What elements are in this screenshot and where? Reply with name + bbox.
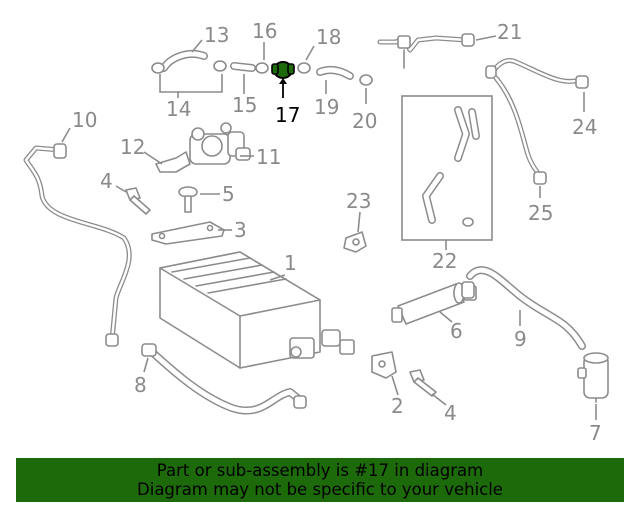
svg-text:4: 4 — [444, 401, 457, 425]
svg-text:7: 7 — [589, 421, 602, 445]
info-banner: Part or sub-assembly is #17 in diagram D… — [16, 458, 624, 502]
svg-text:25: 25 — [528, 201, 553, 225]
callout-22: 22 — [432, 240, 457, 273]
svg-text:15: 15 — [232, 93, 257, 117]
part-1-canister[interactable] — [159, 251, 355, 369]
svg-text:18: 18 — [316, 25, 341, 49]
part-24-line[interactable] — [485, 58, 589, 89]
callout-15: 15 — [232, 74, 257, 117]
svg-text:10: 10 — [72, 108, 97, 132]
svg-text:20: 20 — [352, 109, 377, 133]
svg-text:24: 24 — [572, 115, 597, 139]
svg-text:8: 8 — [134, 373, 147, 397]
part-11-valve[interactable] — [189, 122, 251, 165]
part-7-filter[interactable] — [577, 352, 609, 403]
svg-text:11: 11 — [256, 145, 281, 169]
callout-1: 1 — [269, 251, 297, 281]
part-18-clamp[interactable] — [297, 62, 311, 74]
part-3-bracket[interactable] — [151, 221, 225, 245]
svg-text:21: 21 — [497, 20, 522, 44]
part-4-bolt-upper[interactable] — [125, 187, 151, 215]
callout-8: 8 — [134, 357, 149, 397]
svg-text:5: 5 — [222, 182, 235, 206]
svg-text:22: 22 — [432, 249, 457, 273]
callout-20: 20 — [352, 88, 377, 133]
part-16-clamp[interactable] — [255, 62, 269, 74]
svg-text:3: 3 — [234, 218, 247, 242]
part-19-hose[interactable] — [316, 65, 354, 80]
part-15-hose[interactable] — [230, 62, 256, 72]
svg-text:16: 16 — [252, 19, 277, 43]
svg-text:6: 6 — [450, 319, 463, 343]
callout-16: 16 — [252, 19, 277, 60]
callout-13: 13 — [191, 23, 229, 53]
callout-19: 19 — [314, 80, 339, 119]
callout-25: 25 — [528, 186, 553, 225]
callout-4-lower: 4 — [431, 393, 457, 425]
banner-line-2: Diagram may not be specific to your vehi… — [137, 480, 503, 499]
part-12-bracket[interactable] — [155, 151, 191, 173]
callout-9: 9 — [514, 310, 527, 351]
part-25-line[interactable] — [493, 75, 547, 185]
callout-2: 2 — [391, 375, 404, 418]
part-9-hose[interactable] — [461, 266, 586, 350]
callout-4-upper: 4 — [100, 169, 127, 193]
svg-text:12: 12 — [120, 135, 145, 159]
svg-text:17: 17 — [275, 103, 300, 127]
callout-12: 12 — [120, 135, 163, 165]
svg-text:4: 4 — [100, 169, 113, 193]
callout-21: 21 — [475, 20, 522, 44]
svg-text:19: 19 — [314, 95, 339, 119]
part-10-line[interactable] — [23, 143, 132, 347]
callout-18: 18 — [305, 25, 341, 61]
banner-line-1: Part or sub-assembly is #17 in diagram — [156, 461, 484, 480]
callout-5: 5 — [200, 182, 235, 206]
part-14-clamps[interactable] — [151, 60, 227, 74]
svg-text:2: 2 — [391, 394, 404, 418]
callout-11: 11 — [240, 145, 281, 169]
part-5-screw[interactable] — [178, 186, 198, 213]
svg-text:13: 13 — [204, 23, 229, 47]
part-20-clamp[interactable] — [359, 74, 373, 86]
part-2-bracket[interactable] — [371, 351, 397, 379]
part-17-check-valve[interactable] — [271, 61, 295, 79]
part-21-line[interactable] — [377, 33, 475, 69]
svg-text:23: 23 — [346, 189, 371, 213]
callout-14: 14 — [159, 74, 223, 121]
callout-17: 17 — [275, 78, 300, 127]
callout-24: 24 — [572, 92, 597, 139]
part-13-hose[interactable] — [160, 49, 208, 72]
svg-text:9: 9 — [514, 327, 527, 351]
part-22-hose-kit[interactable] — [401, 95, 493, 241]
svg-text:1: 1 — [284, 251, 297, 275]
callout-6: 6 — [439, 311, 463, 343]
part-4-bolt-lower[interactable] — [409, 369, 437, 397]
callout-7: 7 — [589, 404, 602, 445]
callout-10: 10 — [61, 108, 97, 143]
part-8-hose[interactable] — [141, 343, 307, 415]
part-23-bracket[interactable] — [343, 231, 367, 253]
callout-3: 3 — [218, 218, 247, 242]
parts-diagram: 1 2 3 4 4 5 — [23, 19, 609, 445]
svg-text:14: 14 — [166, 97, 191, 121]
callout-23: 23 — [346, 189, 371, 233]
